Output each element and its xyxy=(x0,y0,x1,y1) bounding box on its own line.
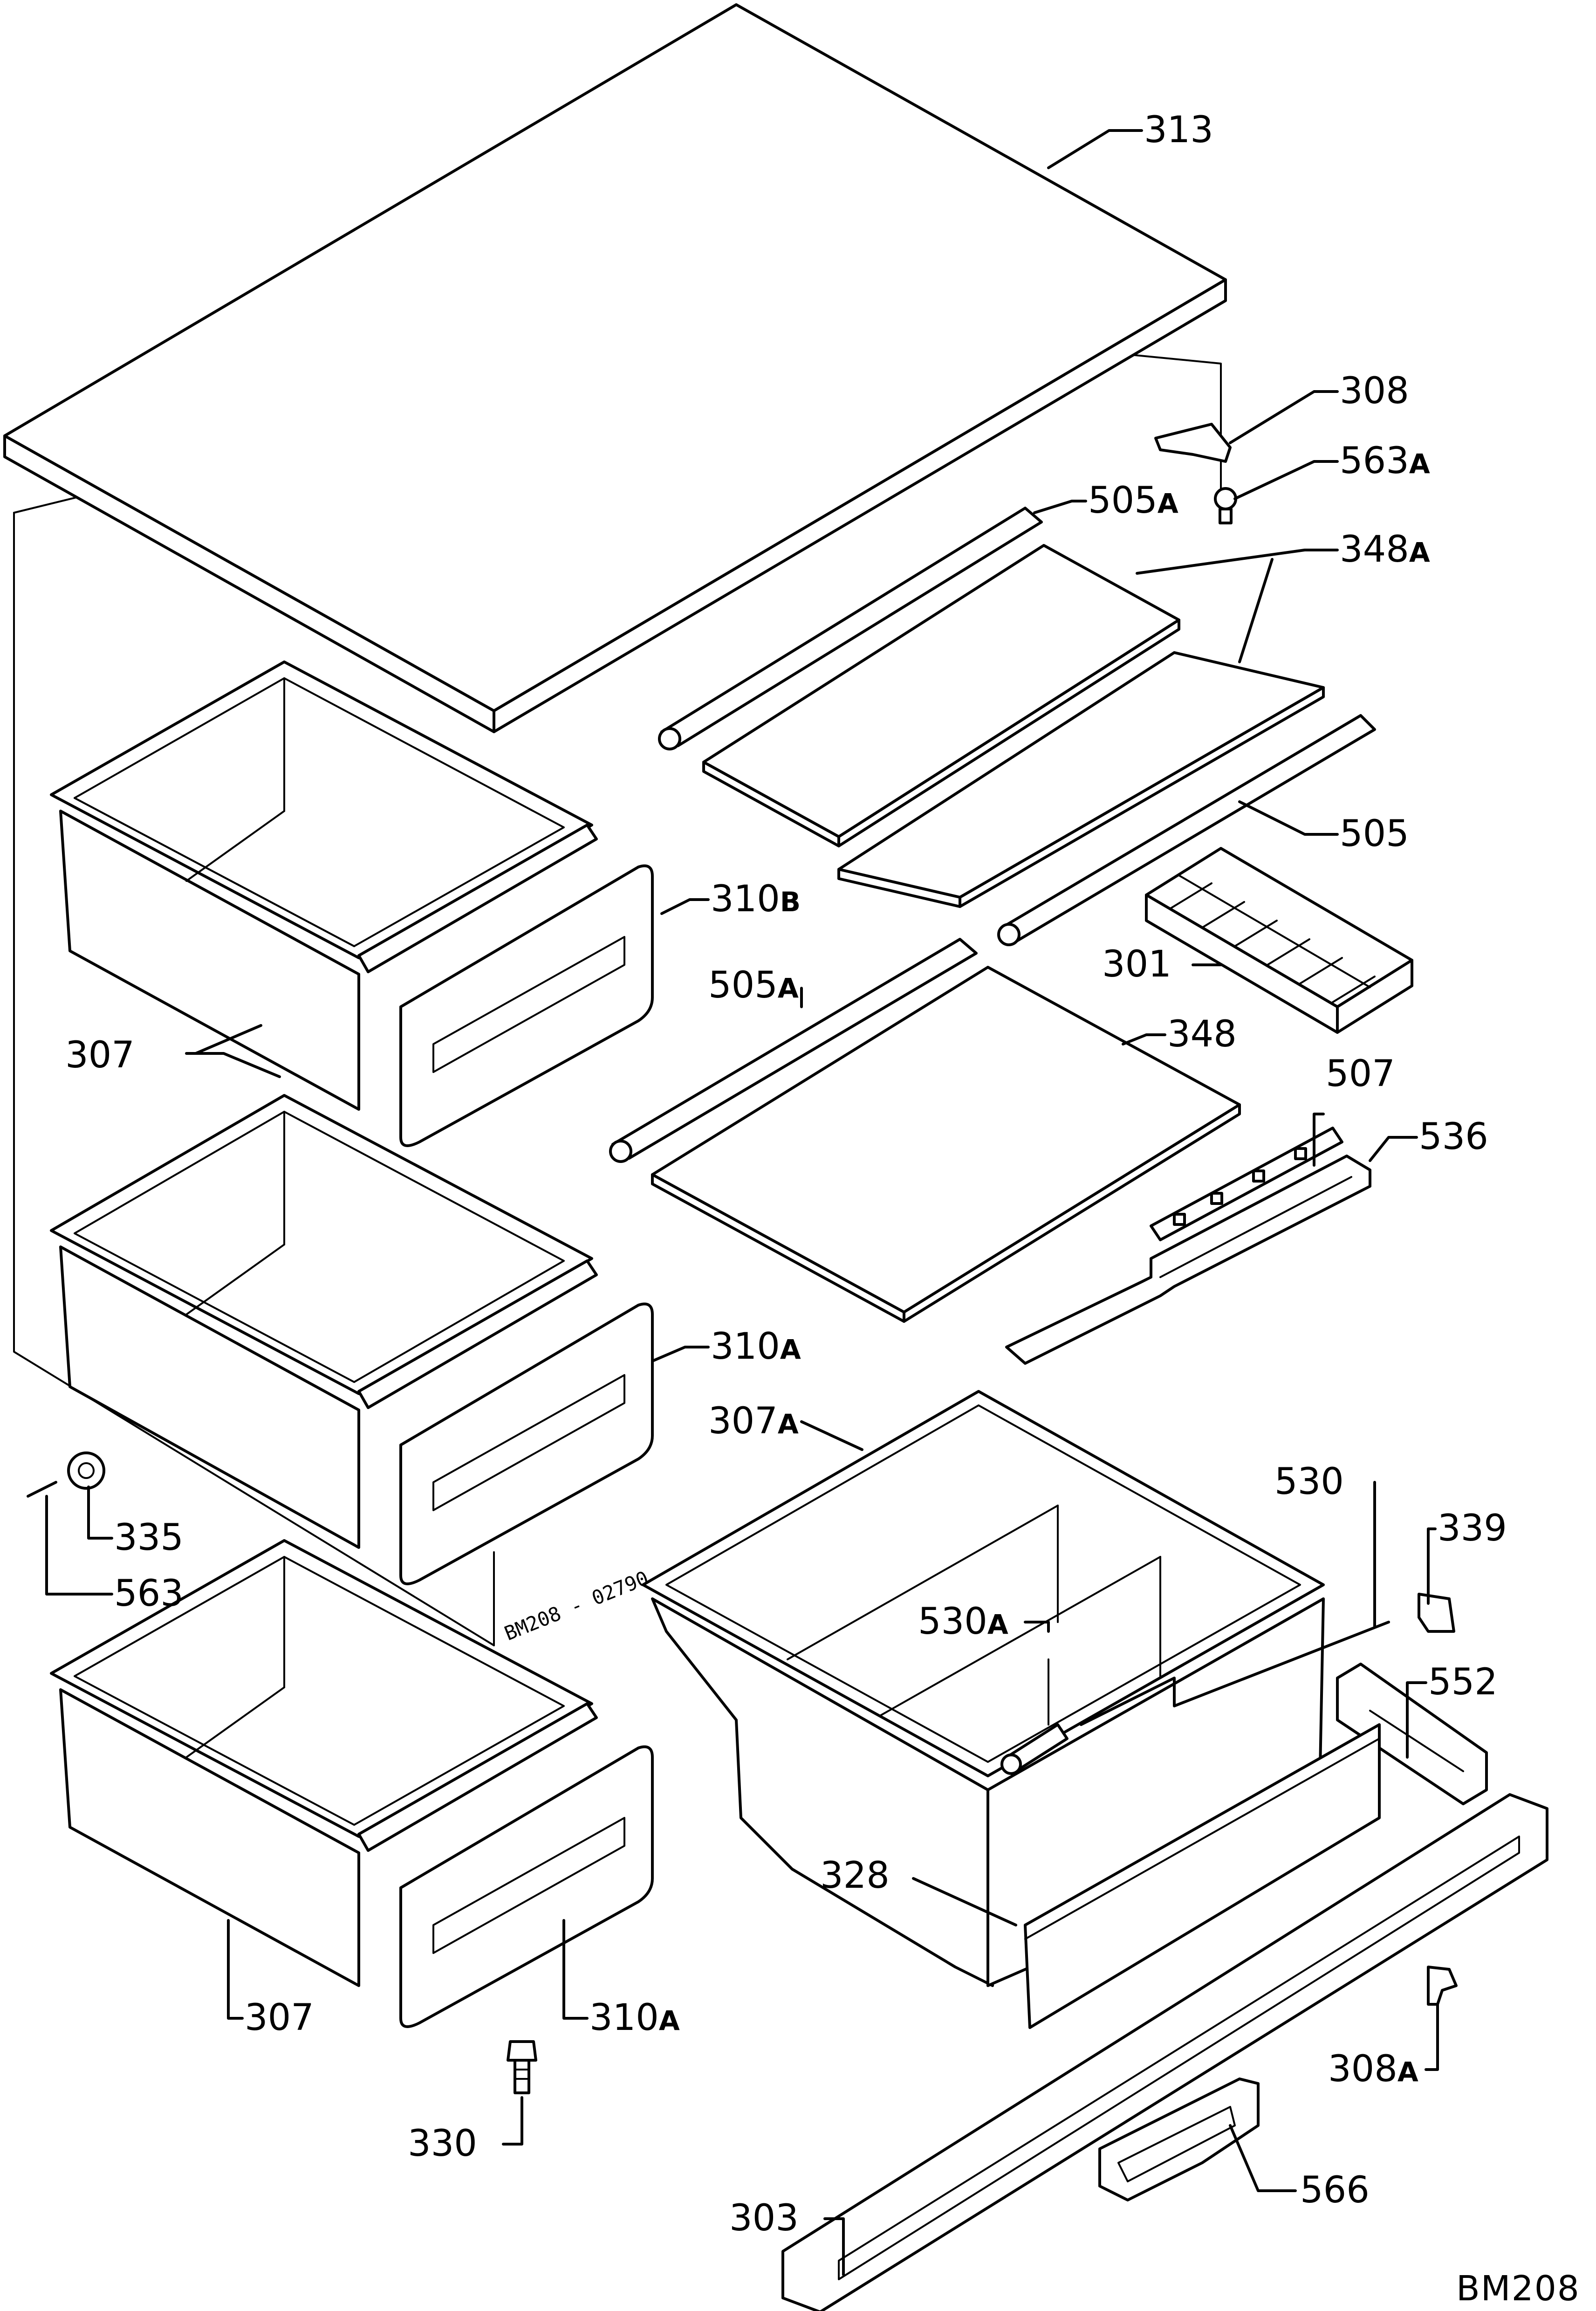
part-530A-roller xyxy=(1000,1723,1069,1775)
part-563A-clip xyxy=(1214,487,1237,524)
part-563-pin xyxy=(27,1481,57,1498)
label-308A: 308A xyxy=(1328,2048,1418,2090)
label-330: 330 xyxy=(408,2123,477,2165)
label-307-top: 307 xyxy=(65,1034,135,1076)
part-536-bar xyxy=(1005,1155,1371,1365)
part-505A-rail-top xyxy=(658,507,1043,750)
part-330-screw xyxy=(507,2040,537,2094)
part-552-slide-rail xyxy=(1336,1663,1488,1805)
part-308-bracket xyxy=(1154,423,1232,463)
part-labels: 313 308 563A 505A 348A 505 310B 301 505A… xyxy=(65,109,1507,2239)
part-566-handle xyxy=(1098,2077,1260,2201)
label-348A: 348A xyxy=(1340,529,1430,571)
label-505A-top: 505A xyxy=(1088,480,1178,522)
part-507-strip xyxy=(1150,1127,1343,1241)
label-310B: 310B xyxy=(711,878,801,920)
part-307-drawer-top xyxy=(50,660,593,1111)
label-301: 301 xyxy=(1102,943,1171,985)
part-339-clip xyxy=(1418,1593,1455,1633)
part-348-shelf xyxy=(651,966,1241,1323)
part-313-cover-plate xyxy=(3,3,1227,733)
label-566: 566 xyxy=(1300,2169,1370,2211)
label-530: 530 xyxy=(1274,1461,1344,1503)
label-505A-mid: 505A xyxy=(708,964,799,1006)
label-552: 552 xyxy=(1428,1661,1498,1703)
drawing-stamp: BM208 - 02790 xyxy=(501,1567,651,1645)
part-310A-drawer-front-mid xyxy=(357,1259,654,1585)
part-335-knob xyxy=(67,1451,105,1490)
label-328: 328 xyxy=(820,1855,890,1897)
part-307-drawer-bottom xyxy=(50,1539,593,1987)
part-328-crisper-front xyxy=(1024,1723,1381,2029)
label-307-bottom: 307 xyxy=(245,1997,314,2039)
label-507: 507 xyxy=(1326,1053,1395,1095)
label-505: 505 xyxy=(1340,813,1409,855)
label-335: 335 xyxy=(114,1517,184,1559)
label-307A: 307A xyxy=(708,1400,799,1442)
part-301-ice-tray xyxy=(1145,847,1413,1034)
label-313: 313 xyxy=(1144,109,1213,151)
label-563A: 563A xyxy=(1340,440,1430,482)
label-310A-mid: 310A xyxy=(711,1326,801,1368)
part-505A-rail-mid xyxy=(609,938,978,1163)
diagram-code: BM208 xyxy=(1456,2269,1580,2309)
part-303-trim-bar xyxy=(781,1793,1548,2311)
label-308: 308 xyxy=(1340,370,1409,412)
label-348: 348 xyxy=(1167,1013,1237,1055)
label-339: 339 xyxy=(1438,1507,1507,1549)
part-308A-clip xyxy=(1427,1966,1458,2006)
leader-lines xyxy=(45,129,1439,2276)
part-530-divider-wire xyxy=(1048,1621,1390,1726)
label-563: 563 xyxy=(114,1573,184,1615)
part-307-drawer-mid xyxy=(50,1094,593,1549)
label-530A: 530A xyxy=(918,1601,1008,1643)
label-536: 536 xyxy=(1419,1116,1488,1158)
part-310B-drawer-front xyxy=(357,824,654,1147)
part-348A-shelves xyxy=(702,544,1325,908)
part-307A-crisper xyxy=(642,1390,1325,1987)
label-303: 303 xyxy=(729,2197,799,2239)
part-505-rail xyxy=(997,714,1376,946)
label-310A-bottom: 310A xyxy=(589,1997,680,2039)
part-310A-drawer-front-bottom xyxy=(357,1702,654,2028)
